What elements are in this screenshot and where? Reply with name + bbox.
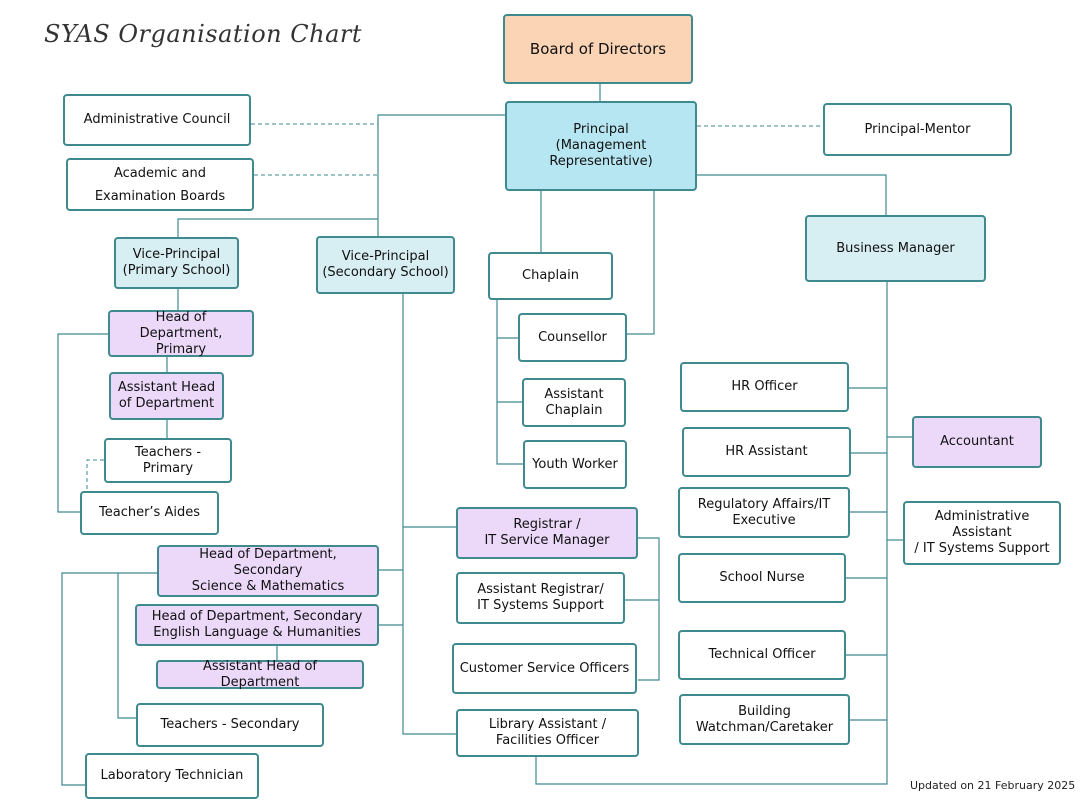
technical-officer-box: Technical Officer <box>678 630 846 680</box>
hod-science-math-box: Head of Department, Secondary Science & … <box>157 545 379 597</box>
school-nurse-box: School Nurse <box>678 553 846 603</box>
connector <box>638 537 660 681</box>
connector <box>61 572 157 786</box>
teachers-primary-box: Teachers - Primary <box>104 438 232 483</box>
academic-boards-box: Academic and Examination Boards <box>66 158 254 211</box>
business-manager-box: Business Manager <box>805 215 986 282</box>
connector <box>57 333 108 513</box>
laboratory-technician-box: Laboratory Technician <box>85 753 259 799</box>
connector <box>496 300 523 465</box>
assistant-hod-primary-box: Assistant Head of Department <box>109 372 224 420</box>
youth-worker-box: Youth Worker <box>523 440 627 489</box>
teachers-secondary-box: Teachers - Secondary <box>136 703 324 747</box>
connector <box>627 191 655 335</box>
assistant-chaplain-box: Assistant Chaplain <box>522 378 626 427</box>
assistant-registrar-box: Assistant Registrar/ IT Systems Support <box>456 572 625 624</box>
connector <box>697 174 887 215</box>
library-assistant-box: Library Assistant / Facilities Officer <box>456 709 639 757</box>
updated-date: Updated on 21 February 2025 <box>910 779 1076 792</box>
assistant-hod-secondary-box: Assistant Head of Department <box>156 659 364 690</box>
vp-primary-box: Vice-Principal (Primary School) <box>114 237 239 289</box>
vp-secondary-box: Vice-Principal (Secondary School) <box>316 236 455 294</box>
connector <box>402 294 456 735</box>
customer-service-box: Customer Service Officers <box>452 643 637 694</box>
connector <box>535 282 888 785</box>
chaplain-box: Chaplain <box>488 252 613 300</box>
connector <box>177 218 379 237</box>
building-watchman-box: Building Watchman/Caretaker <box>679 694 850 745</box>
regulatory-affairs-box: Regulatory Affairs/IT Executive <box>678 487 850 538</box>
connector <box>377 114 505 219</box>
dashed-connector <box>86 459 104 491</box>
administrative-assistant-box: Administrative Assistant / IT Systems Su… <box>903 501 1061 565</box>
counsellor-box: Counsellor <box>518 313 627 362</box>
board-of-directors-box: Board of Directors <box>503 14 693 84</box>
principal-box: Principal (Management Representative) <box>505 101 697 191</box>
hod-english-humanities-box: Head of Department, Secondary English La… <box>135 604 379 646</box>
hr-assistant-box: HR Assistant <box>682 427 851 477</box>
hr-officer-box: HR Officer <box>680 362 849 412</box>
principal-mentor-box: Principal-Mentor <box>823 103 1012 156</box>
registrar-box: Registrar / IT Service Manager <box>456 507 638 559</box>
hod-primary-box: Head of Department, Primary <box>108 310 254 357</box>
connector <box>117 573 136 719</box>
accountant-box: Accountant <box>912 416 1042 468</box>
administrative-council-box: Administrative Council <box>63 94 251 146</box>
chart-title: SYAS Organisation Chart <box>44 20 363 48</box>
teachers-aides-box: Teacher’s Aides <box>80 491 219 535</box>
